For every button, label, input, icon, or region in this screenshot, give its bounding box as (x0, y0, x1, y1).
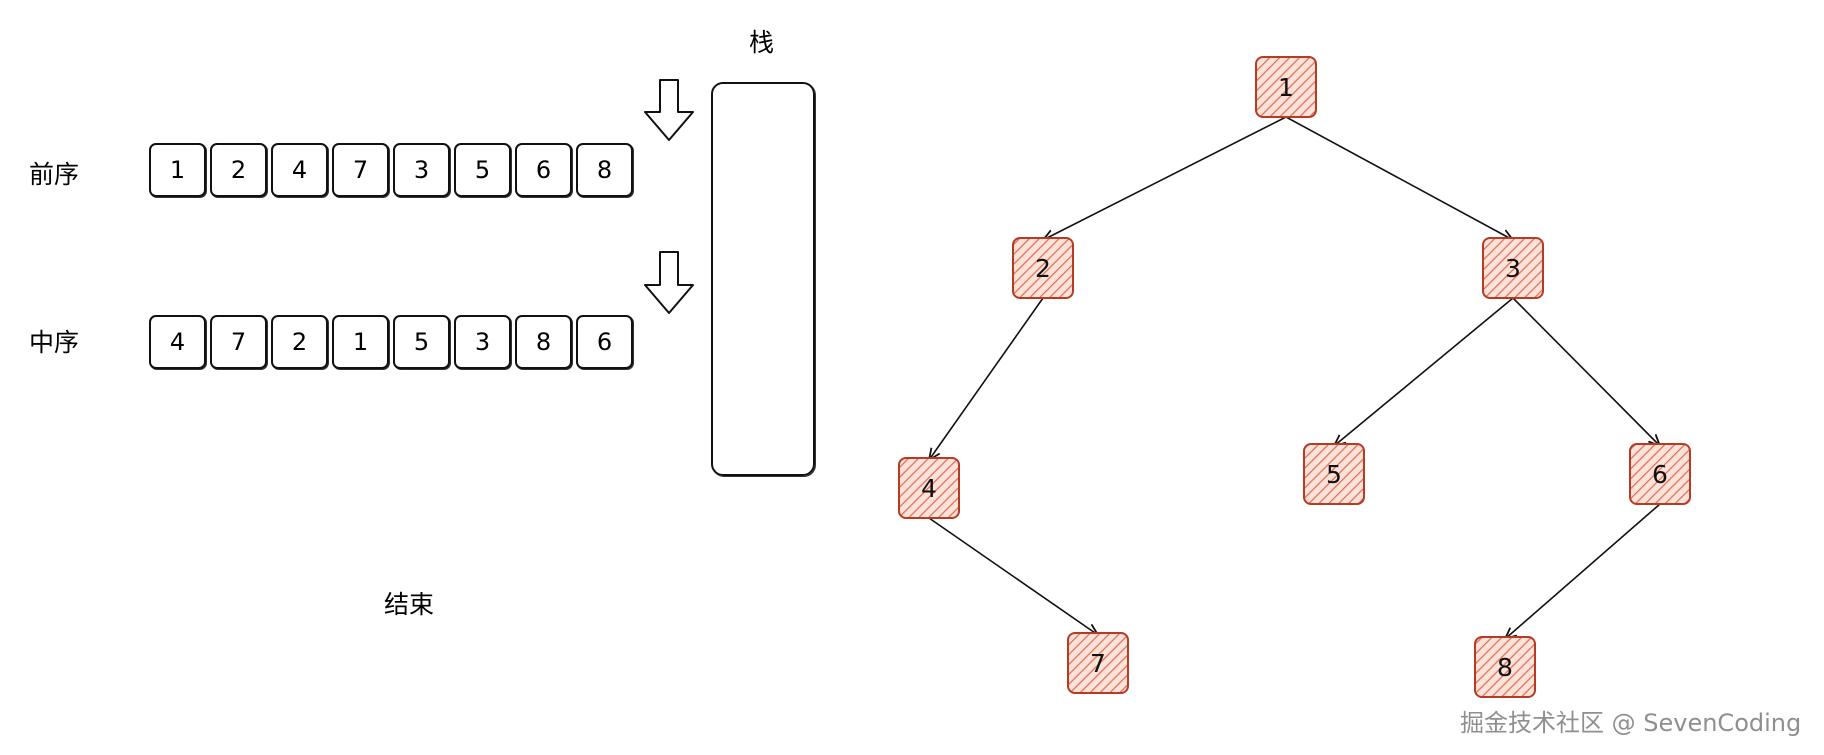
tree-node-8: 8 (1474, 636, 1536, 698)
tree-node-label: 1 (1278, 73, 1294, 102)
tree-node-box (898, 457, 960, 519)
tree-nodes: 1 2 3 4 5 6 7 8 (898, 56, 1691, 698)
tree-node-box (1629, 443, 1691, 505)
inorder-cell: 2 (271, 315, 328, 369)
tree-node-box (1482, 237, 1544, 299)
tree-node-label: 4 (921, 474, 937, 503)
tree-edge-1-2 (1043, 116, 1287, 240)
tree-node-5: 5 (1303, 443, 1365, 505)
tree-edge-6-8 (1505, 503, 1661, 639)
tree-node-box (1255, 56, 1317, 118)
tree-node-7: 7 (1067, 632, 1129, 694)
inorder-label: 中序 (29, 328, 80, 357)
tree-edge-2-4 (929, 297, 1044, 460)
tree-node-label: 6 (1652, 460, 1668, 489)
stack-container (711, 82, 815, 476)
inorder-cell: 7 (210, 315, 267, 369)
preorder-label: 前序 (29, 160, 80, 189)
tree-edge-3-6 (1512, 297, 1660, 446)
tree-edge-4-7 (928, 517, 1098, 635)
tree-node-label: 2 (1035, 254, 1051, 283)
tree-node-6: 6 (1629, 443, 1691, 505)
tree-node-label: 3 (1505, 254, 1521, 283)
preorder-cell: 5 (454, 143, 511, 197)
down-arrow-icon (644, 79, 694, 141)
tree-node-box (1012, 237, 1074, 299)
inorder-cell: 6 (576, 315, 633, 369)
tree-node-1: 1 (1255, 56, 1317, 118)
tree-node-box (1067, 632, 1129, 694)
tree-edge-1-3 (1285, 116, 1513, 240)
inorder-cell: 8 (515, 315, 572, 369)
down-arrow-icon (644, 251, 694, 314)
preorder-cell: 1 (149, 143, 206, 197)
preorder-cell: 2 (210, 143, 267, 197)
tree-node-box (1303, 443, 1365, 505)
tree-edges (928, 116, 1661, 639)
inorder-cell: 3 (454, 315, 511, 369)
preorder-cell: 6 (515, 143, 572, 197)
preorder-cell: 3 (393, 143, 450, 197)
tree-node-box (1474, 636, 1536, 698)
watermark-text: 掘金技术社区 @ SevenCoding (1460, 709, 1802, 737)
tree-node-label: 8 (1497, 653, 1513, 682)
preorder-cell: 8 (576, 143, 633, 197)
tree-edge-3-5 (1334, 297, 1514, 446)
tree-node-3: 3 (1482, 237, 1544, 299)
tree-node-label: 7 (1090, 649, 1106, 678)
end-label: 结束 (384, 590, 435, 619)
stack-title: 栈 (749, 28, 775, 57)
preorder-cell: 4 (271, 143, 328, 197)
tree-node-2: 2 (1012, 237, 1074, 299)
inorder-cell: 5 (393, 315, 450, 369)
preorder-cell: 7 (332, 143, 389, 197)
inorder-cell: 1 (332, 315, 389, 369)
tree-node-label: 5 (1326, 460, 1342, 489)
inorder-cell: 4 (149, 315, 206, 369)
tree-node-4: 4 (898, 457, 960, 519)
